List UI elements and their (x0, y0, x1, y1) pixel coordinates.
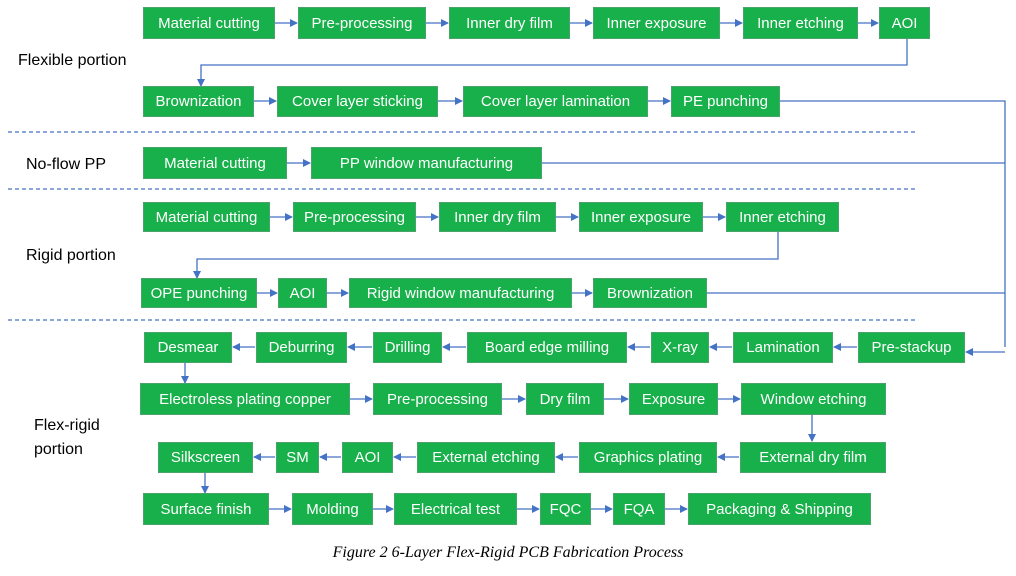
section-label-flexrigid-line2: portion (34, 441, 83, 458)
process-step-box: Inner etching (743, 7, 858, 39)
process-step-box: Pre-processing (293, 202, 416, 232)
merge-connector (780, 100, 1006, 347)
figure-caption: Figure 2 6-Layer Flex-Rigid PCB Fabricat… (332, 544, 684, 561)
process-step-box: Graphics plating (579, 442, 717, 473)
process-step-box: Window etching (741, 383, 886, 415)
process-step-box: Cover layer lamination (463, 86, 648, 117)
process-step-box: Packaging & Shipping (688, 493, 871, 525)
process-step-box: External etching (417, 442, 555, 473)
section-label-noflow: No-flow PP (26, 156, 107, 173)
process-step-box: Board edge milling (467, 332, 627, 363)
process-step-box: Pre-stackup (858, 332, 965, 363)
process-step-box: Desmear (144, 332, 232, 363)
process-step-box: Material cutting (143, 147, 287, 179)
process-step-box: Brownization (593, 278, 707, 308)
section-label-rigid: Rigid portion (26, 247, 116, 264)
process-step-box: Pre-processing (373, 383, 502, 415)
section-label-flexrigid-line1: Flex-rigid (34, 417, 100, 434)
process-step-box: Surface finish (143, 493, 269, 525)
process-step-box: AOI (278, 278, 327, 308)
process-step-box: Inner exposure (593, 7, 720, 39)
process-step-box: Cover layer sticking (277, 86, 438, 117)
process-step-box: Inner etching (726, 202, 839, 232)
process-step-box: Pre-processing (298, 7, 426, 39)
process-step-box: FQA (613, 493, 665, 525)
process-step-box: Material cutting (143, 7, 275, 39)
process-step-box: Drilling (373, 332, 442, 363)
flow-arrow (197, 39, 908, 87)
process-step-box: Material cutting (143, 202, 270, 232)
process-step-box: Silkscreen (158, 442, 253, 473)
process-step-box: Electroless plating copper (140, 383, 350, 415)
process-step-box: Inner exposure (579, 202, 703, 232)
process-step-box: OPE punching (141, 278, 257, 308)
process-step-box: SM (276, 442, 319, 473)
process-step-box: Brownization (143, 86, 254, 117)
process-step-box: Molding (292, 493, 373, 525)
section-label-flexible: Flexible portion (18, 52, 127, 69)
process-step-box: Dry film (526, 383, 604, 415)
process-step-box: Exposure (629, 383, 718, 415)
process-step-box: PP window manufacturing (311, 147, 542, 179)
process-step-box: Electrical test (394, 493, 517, 525)
process-step-box: AOI (879, 7, 930, 39)
process-step-box: External dry film (740, 442, 886, 473)
process-step-box: Inner dry film (439, 202, 556, 232)
process-step-box: AOI (342, 442, 393, 473)
process-step-box: Lamination (733, 332, 833, 363)
process-step-box: PE punching (671, 86, 780, 117)
process-step-box: Inner dry film (449, 7, 570, 39)
process-step-box: FQC (540, 493, 591, 525)
process-step-box: Deburring (256, 332, 347, 363)
process-step-box: Rigid window manufacturing (349, 278, 572, 308)
flow-arrow (193, 232, 779, 279)
process-step-box: X-ray (651, 332, 709, 363)
